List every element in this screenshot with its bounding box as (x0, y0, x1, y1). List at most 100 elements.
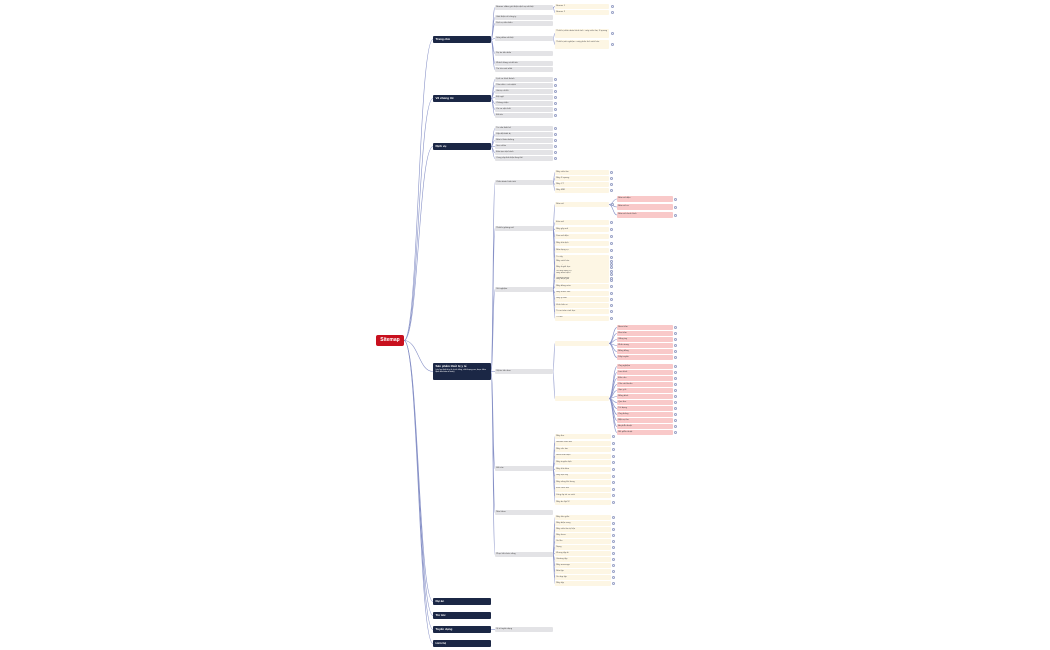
expand-toggle-icon[interactable] (609, 297, 613, 301)
home-banner-item[interactable]: Banner 1 (555, 4, 609, 9)
section-du-an[interactable]: Dự án (433, 598, 491, 605)
product-subitem[interactable]: Áo phẫu thuật (617, 424, 673, 429)
home-item[interactable]: Sản phẩm nổi bật (495, 36, 553, 41)
product-item[interactable]: Máy đo SpO2 (555, 500, 611, 505)
expand-toggle-icon[interactable] (553, 133, 557, 136)
expand-toggle-icon[interactable] (609, 316, 613, 320)
home-item[interactable]: Dịch vụ tiêu biểu (495, 21, 553, 26)
expand-toggle-icon[interactable] (673, 197, 677, 201)
expand-toggle-icon[interactable] (610, 11, 614, 14)
expand-toggle-icon[interactable] (609, 291, 613, 295)
home-banner-item[interactable]: Banner 2 (555, 10, 609, 15)
product-item[interactable]: Máy CT (555, 182, 609, 187)
expand-toggle-icon[interactable] (610, 43, 614, 46)
product-item[interactable]: Khung tập đi (555, 551, 611, 556)
expand-toggle-icon[interactable] (609, 278, 613, 282)
expand-toggle-icon[interactable] (673, 419, 677, 422)
product-subitem[interactable]: Mũ phẫu thuật (617, 430, 673, 435)
product-subitem[interactable]: Lam kính (617, 370, 673, 375)
expand-toggle-icon[interactable] (673, 356, 677, 359)
expand-toggle-icon[interactable] (673, 413, 677, 416)
product-item[interactable]: Bơm tiêm điện (555, 453, 611, 459)
product-item[interactable]: Bàn mổ (555, 202, 609, 207)
product-item[interactable]: Máy hút đờm (555, 467, 611, 472)
expand-toggle-icon[interactable] (611, 582, 615, 585)
product-item[interactable]: Tủ ấm (555, 315, 609, 321)
expand-toggle-icon[interactable] (611, 522, 615, 525)
home-item[interactable]: Giới thiệu về công ty (495, 15, 553, 20)
product-item[interactable]: Máy laser (555, 533, 611, 538)
product-item[interactable]: Xe lăn (555, 539, 611, 544)
section-tin-tuc[interactable]: Tin tức (433, 612, 491, 619)
product-item[interactable] (555, 341, 609, 346)
section-ve-chung-toi[interactable]: Về chúng tôi (433, 95, 491, 102)
expand-toggle-icon[interactable] (553, 127, 557, 130)
service-item[interactable]: Cung cấp linh kiện thay thế (495, 156, 553, 161)
expand-toggle-icon[interactable] (611, 481, 615, 485)
product-item[interactable]: Máy sinh hóa (555, 259, 609, 264)
product-item[interactable]: Máy điện giải (555, 277, 609, 283)
expand-toggle-icon[interactable] (611, 528, 615, 531)
expand-toggle-icon[interactable] (609, 228, 613, 231)
expand-toggle-icon[interactable] (611, 435, 615, 438)
expand-toggle-icon[interactable] (610, 5, 614, 8)
product-group[interactable]: Thiết bị phòng mổ (495, 226, 553, 231)
product-item[interactable]: Máy siêu âm (555, 170, 609, 175)
section-lien-he[interactable]: Liên hệ (433, 640, 491, 647)
expand-toggle-icon[interactable] (611, 516, 615, 519)
product-item[interactable]: Máy xông khí dung (555, 480, 611, 486)
product-item[interactable]: Xe đẩy dụng cụ (555, 269, 609, 274)
section-dich-vu[interactable]: Dịch vụ (433, 143, 491, 150)
expand-toggle-icon[interactable] (611, 454, 615, 458)
expand-toggle-icon[interactable] (673, 389, 677, 392)
product-item[interactable]: Lồng ấp trẻ sơ sinh (555, 493, 611, 499)
about-item[interactable]: Cơ sở vật chất (495, 107, 553, 112)
expand-toggle-icon[interactable] (609, 310, 613, 314)
home-item[interactable]: Dự án tiêu biểu (495, 51, 553, 56)
expand-toggle-icon[interactable] (673, 431, 677, 434)
product-item[interactable]: Máy siêu âm trị liệu (555, 527, 611, 532)
expand-toggle-icon[interactable] (553, 102, 557, 105)
about-item[interactable]: Đội ngũ (495, 95, 553, 100)
expand-toggle-icon[interactable] (673, 350, 677, 353)
expand-toggle-icon[interactable] (609, 266, 613, 270)
expand-toggle-icon[interactable] (609, 177, 613, 180)
product-item[interactable]: Máy thở (555, 434, 611, 439)
product-item[interactable]: Máy hút dịch (555, 241, 609, 246)
expand-toggle-icon[interactable] (673, 213, 677, 217)
product-subitem[interactable]: Găng tay (617, 337, 673, 342)
product-subitem[interactable]: Dây truyền (617, 355, 673, 360)
about-item[interactable]: Tầm nhìn - sứ mệnh (495, 83, 553, 88)
service-item[interactable]: Bảo trì bảo dưỡng (495, 138, 553, 143)
expand-toggle-icon[interactable] (611, 501, 615, 504)
expand-toggle-icon[interactable] (553, 114, 557, 117)
product-item[interactable]: Nạng (555, 545, 611, 550)
expand-toggle-icon[interactable] (673, 401, 677, 404)
product-item[interactable]: Máy MRI (555, 188, 609, 193)
expand-toggle-icon[interactable] (609, 183, 613, 186)
service-item[interactable]: Sửa chữa (495, 144, 553, 149)
expand-toggle-icon[interactable] (611, 474, 615, 478)
expand-toggle-icon[interactable] (609, 242, 613, 245)
product-item[interactable]: Monitor theo dõi (555, 440, 611, 446)
product-item[interactable]: Kính hiển vi (555, 303, 609, 309)
product-item[interactable]: Máy tập (555, 581, 611, 586)
product-item[interactable]: Bàn dụng cụ (555, 248, 609, 253)
product-subitem[interactable]: Gạc y tế (617, 388, 673, 393)
service-item[interactable]: Tư vấn thiết kế (495, 126, 553, 131)
expand-toggle-icon[interactable] (611, 546, 615, 549)
product-item[interactable]: Máy điện xung (555, 521, 611, 526)
expand-toggle-icon[interactable] (611, 461, 615, 465)
product-group[interactable]: Xét nghiệm (495, 287, 553, 292)
product-subitem[interactable]: Cồn sát khuẩn (617, 382, 673, 387)
expand-toggle-icon[interactable] (673, 365, 677, 368)
expand-toggle-icon[interactable] (611, 570, 615, 573)
product-item[interactable]: Máy massage (555, 563, 611, 568)
product-subitem[interactable]: Mặt nạ thở (617, 418, 673, 423)
service-item[interactable]: Lắp đặt thiết bị (495, 132, 553, 137)
expand-toggle-icon[interactable] (673, 395, 677, 398)
expand-toggle-icon[interactable] (673, 338, 677, 341)
expand-toggle-icon[interactable] (609, 260, 613, 263)
product-subitem[interactable]: Túi đựng (617, 406, 673, 411)
product-subitem[interactable]: Que thử (617, 400, 673, 405)
